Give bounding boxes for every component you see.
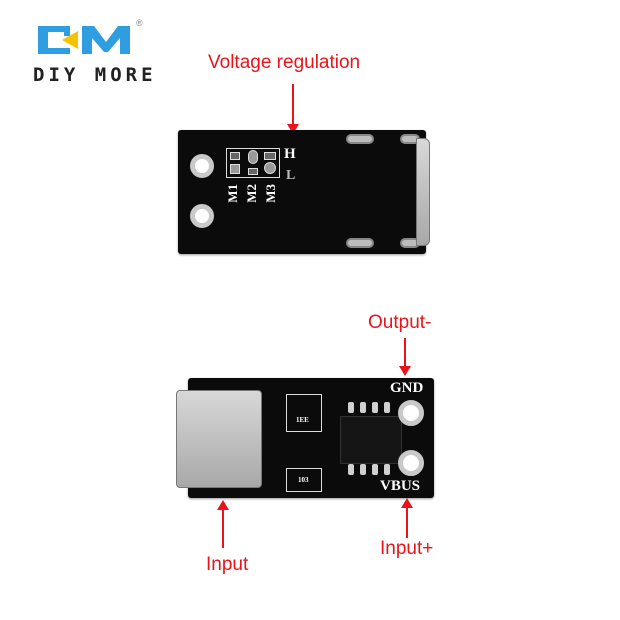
solder-pad	[346, 238, 374, 248]
vbus-hole	[398, 450, 424, 476]
component-box	[286, 394, 322, 432]
vbus-label: VBUS	[380, 478, 421, 494]
registered-mark: ®	[136, 18, 143, 28]
voltage-regulation-arrow	[287, 84, 299, 134]
jumper-pad	[248, 150, 258, 164]
silk-m2: M2	[244, 184, 259, 203]
component-mark-103: 103	[298, 476, 309, 484]
usb-c-connector-back	[416, 138, 430, 246]
input-label: Input	[206, 554, 249, 575]
usb-c-connector	[176, 390, 262, 488]
mount-hole	[190, 154, 214, 178]
jumper-pad	[230, 152, 240, 160]
brand-name: DIY MORE	[33, 64, 157, 86]
input-arrow	[217, 500, 229, 548]
ic-chip	[340, 416, 402, 464]
input-plus-label: Input+	[380, 538, 434, 559]
solder-pad	[346, 134, 374, 144]
board-back: H L M1 M2 M3	[178, 130, 430, 254]
jumper-pad	[248, 168, 258, 175]
jumper-pad	[264, 162, 276, 174]
gnd-hole	[398, 400, 424, 426]
input-plus-arrow	[401, 498, 413, 538]
jumper-pad	[264, 152, 276, 160]
jumper-pad	[230, 164, 240, 174]
gnd-label: GND	[390, 380, 424, 396]
component-box	[286, 468, 322, 492]
output-minus-label: Output-	[368, 312, 432, 333]
silk-l: L	[286, 168, 296, 183]
brand-logo: ® DIY MORE	[0, 0, 170, 90]
output-minus-arrow	[399, 338, 411, 376]
jumper-block	[226, 148, 280, 178]
mount-hole	[190, 204, 214, 228]
silk-m3: M3	[263, 184, 278, 203]
component-mark-1ee: 1EE	[296, 416, 309, 424]
voltage-regulation-label: Voltage regulation	[208, 52, 361, 73]
silk-m1: M1	[225, 184, 240, 203]
dm-logo-icon	[38, 26, 130, 54]
silk-h: H	[284, 146, 296, 162]
